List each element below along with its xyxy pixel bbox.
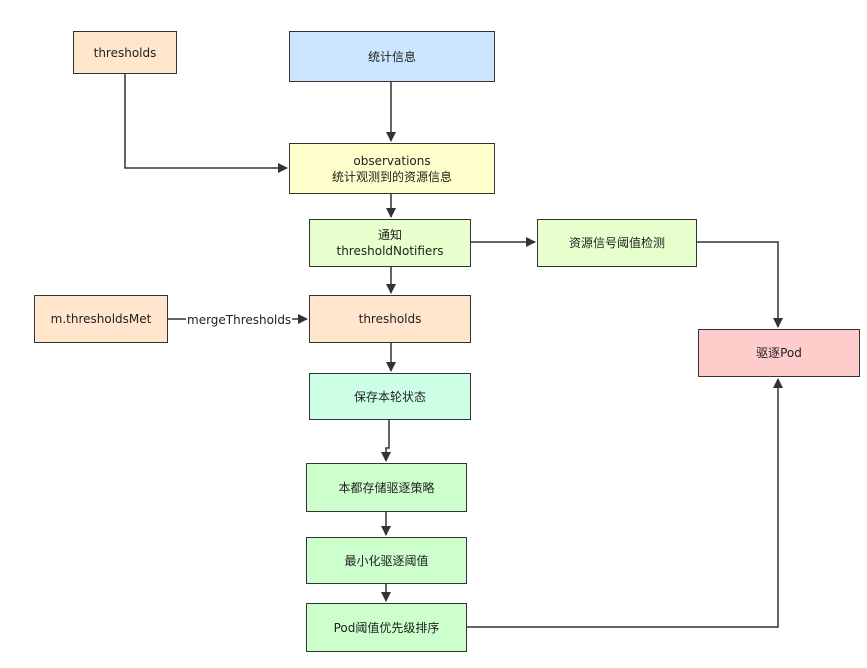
stats-label: 统计信息 bbox=[367, 49, 416, 64]
pod-sort-label: Pod阈值优先级排序 bbox=[333, 620, 440, 635]
store-strategy-node: 本都存储驱逐策略 bbox=[306, 463, 467, 512]
notifiers-subtitle: thresholdNotifiers bbox=[336, 244, 444, 258]
edge-signal-detect-to-evict bbox=[697, 241, 783, 328]
edge-save-state-to-store-strategy bbox=[381, 420, 391, 462]
stats-node: 统计信息 bbox=[289, 31, 495, 82]
pod-sort-node: Pod阈值优先级排序 bbox=[306, 603, 467, 652]
signal-detect-node: 资源信号阈值检测 bbox=[537, 219, 697, 267]
thresholds-met-node: m.thresholdsMet bbox=[34, 295, 168, 343]
observations-subtitle: 统计观测到的资源信息 bbox=[331, 169, 452, 184]
thresholds-label: thresholds bbox=[358, 312, 422, 326]
notifiers-node: 通知 thresholdNotifiers bbox=[309, 219, 471, 267]
merge-thresholds-edge-label: mergeThresholds bbox=[186, 313, 293, 327]
evict-pod-node: 驱逐Pod bbox=[698, 329, 860, 377]
thresholds-met-label: m.thresholdsMet bbox=[50, 312, 152, 326]
store-strategy-label: 本都存储驱逐策略 bbox=[338, 480, 435, 495]
observations-node: observations 统计观测到的资源信息 bbox=[289, 143, 495, 194]
thresholds-input-node: thresholds bbox=[73, 31, 177, 74]
observations-title: observations bbox=[353, 153, 431, 168]
signal-detect-label: 资源信号阈值检测 bbox=[568, 236, 665, 250]
thresholds-node: thresholds bbox=[309, 295, 471, 343]
min-threshold-label: 最小化驱逐阈值 bbox=[344, 553, 429, 568]
edge-pod-sort-to-evict bbox=[467, 378, 783, 628]
save-state-node: 保存本轮状态 bbox=[309, 373, 471, 420]
save-state-label: 保存本轮状态 bbox=[353, 389, 426, 404]
evict-pod-label: 驱逐Pod bbox=[756, 346, 802, 360]
thresholds-input-label: thresholds bbox=[93, 45, 157, 60]
notifiers-title: 通知 bbox=[377, 228, 402, 242]
min-threshold-node: 最小化驱逐阈值 bbox=[306, 537, 467, 584]
edge-thresholds-to-observations bbox=[124, 74, 288, 173]
